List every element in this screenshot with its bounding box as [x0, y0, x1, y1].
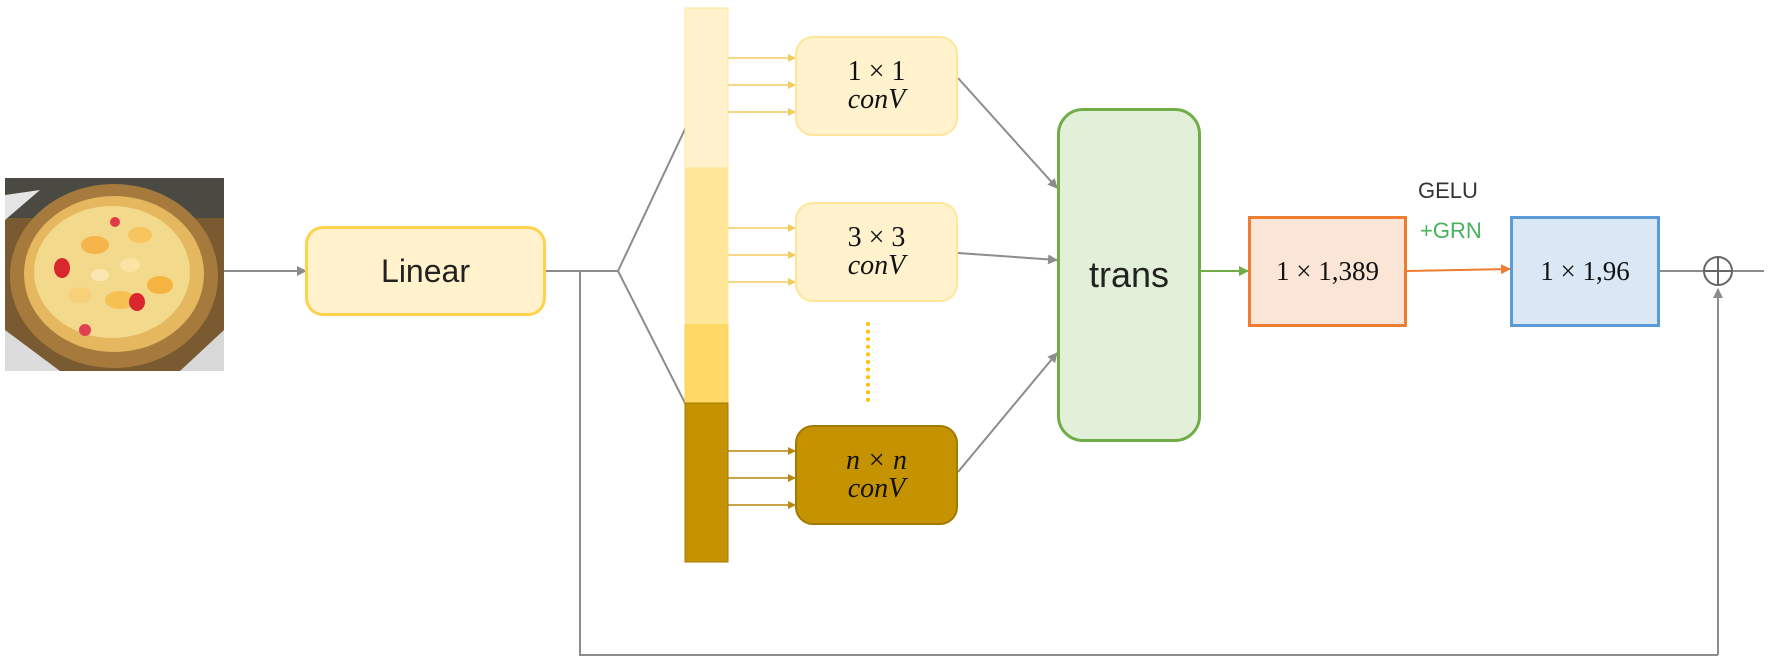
trans-block: trans	[1057, 108, 1201, 442]
pizza-image	[5, 178, 224, 371]
wire-split-top	[617, 126, 687, 272]
fc1-label: 1 × 1,389	[1276, 256, 1379, 286]
conv-1x1-block: 1 × 1 conV	[795, 36, 958, 136]
arrow-convn-to-trans	[957, 352, 1058, 473]
conv-3x3-size: 3 × 3	[847, 222, 906, 253]
conv-3x3-block: 3 × 3 conV	[795, 202, 958, 302]
arrow-conv1-to-trans	[957, 77, 1058, 189]
conv-nxn-block: n × n conV	[795, 425, 958, 525]
feature-split-bar	[684, 7, 729, 563]
conv-3x3-op: conV	[847, 250, 906, 281]
linear-block: Linear	[305, 226, 546, 316]
conv-nxn-size: n × n	[846, 445, 907, 476]
fc2-block: 1 × 1,96	[1510, 216, 1660, 327]
conv-1x1-op: conV	[847, 84, 906, 115]
trans-label: trans	[1088, 254, 1170, 295]
sum-node	[1703, 256, 1733, 286]
grn-label: +GRN	[1420, 218, 1482, 243]
residual-wire	[579, 271, 1718, 656]
linear-label: Linear	[381, 252, 470, 289]
wire-split-bottom	[617, 270, 687, 406]
arrow-conv3-to-trans	[957, 252, 1058, 265]
arrow-fc1-to-fc2	[1406, 264, 1511, 275]
conv-nxn-op: conV	[847, 473, 906, 504]
fc1-block: 1 × 1,389	[1248, 216, 1407, 327]
fc2-label: 1 × 1,96	[1540, 256, 1630, 286]
gelu-label: GELU	[1418, 178, 1478, 203]
ellipsis-dots	[866, 322, 890, 402]
conv-1x1-size: 1 × 1	[847, 56, 906, 87]
